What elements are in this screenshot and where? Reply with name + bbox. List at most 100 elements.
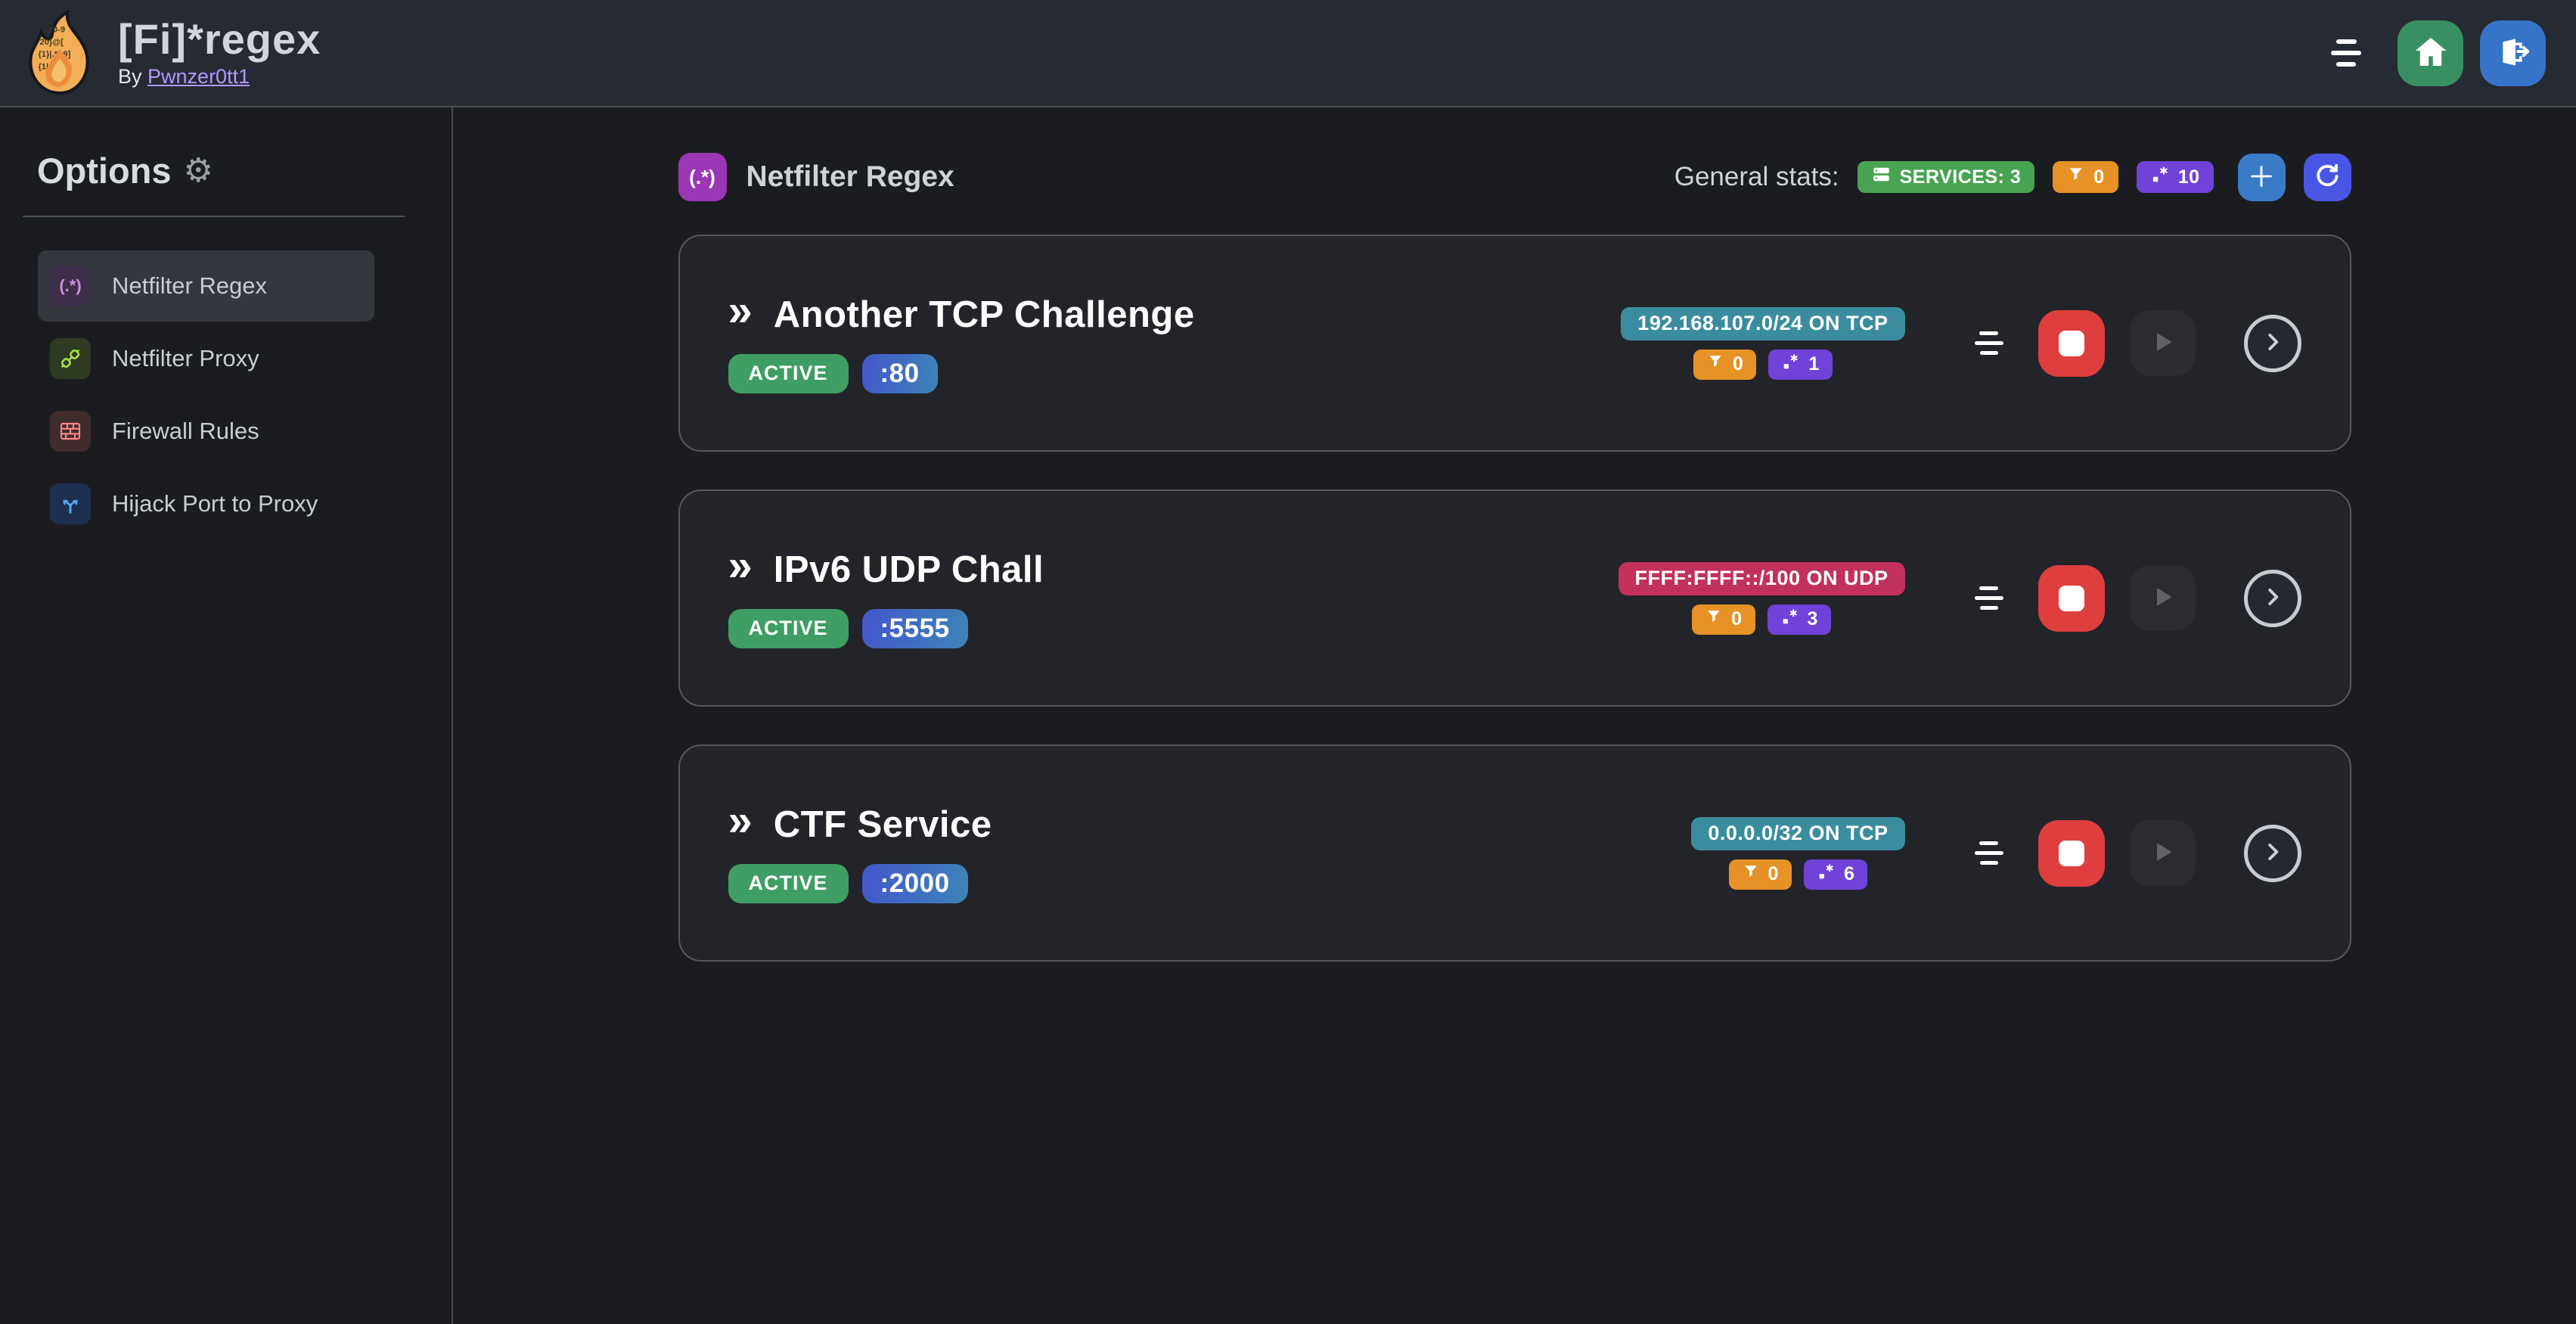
- home-icon: [2413, 34, 2449, 73]
- status-badge: ACTIVE: [728, 608, 849, 648]
- brand-text: [Fi]*regex By Pwnzer0tt1: [118, 17, 321, 89]
- sidebar: Options ⚙ (.*) Netfilter Regex: [0, 107, 453, 1324]
- service-menu-icon[interactable]: [1974, 331, 2003, 355]
- dot-star-regex-icon: [1817, 862, 1836, 887]
- cidr-badge: FFFF:FFFF::/100 ON UDP: [1618, 561, 1905, 595]
- start-button[interactable]: [2129, 310, 2196, 376]
- plug-icon: [50, 338, 91, 379]
- byline-prefix: By: [118, 65, 142, 89]
- refresh-icon: [2313, 162, 2342, 193]
- cidr-badge: 0.0.0.0/32 ON TCP: [1691, 816, 1905, 850]
- expand-button[interactable]: [2243, 824, 2301, 882]
- stop-button[interactable]: [2038, 564, 2105, 632]
- port-badge: :5555: [861, 608, 968, 648]
- main-area: (.*) Netfilter Regex General stats:: [453, 107, 2576, 1324]
- plus-icon: [2246, 161, 2277, 194]
- play-icon: [2146, 836, 2178, 870]
- regexes-count-badge: 1: [1768, 349, 1833, 380]
- funnel-icon: [1705, 608, 1723, 631]
- cidr-badge: 192.168.107.0/24 ON TCP: [1621, 306, 1905, 340]
- stop-button[interactable]: [2038, 819, 2105, 887]
- author-link[interactable]: Pwnzer0tt1: [147, 65, 250, 89]
- app-title: [Fi]*regex: [118, 14, 321, 63]
- status-badge: ACTIVE: [728, 863, 849, 903]
- regexes-count-badge: 6: [1803, 859, 1868, 890]
- port-badge: :80: [861, 353, 938, 393]
- sidebar-heading-label: Options: [37, 151, 172, 191]
- stop-button[interactable]: [2038, 309, 2105, 377]
- app-logo-flame-icon: -z0-9 20}@[ {1}|.*)-9] {1| ... z]: [21, 11, 101, 95]
- filters-count-badge: 0: [2053, 161, 2118, 193]
- netfilter-regex-icon: (.*): [678, 153, 727, 201]
- refresh-button[interactable]: [2303, 153, 2351, 201]
- sidebar-item-label: Netfilter Proxy: [112, 345, 259, 371]
- service-name: IPv6 UDP Chall: [773, 549, 1044, 590]
- navbar-menu-icon[interactable]: [2331, 39, 2361, 67]
- dot-star-regex-icon: [1781, 353, 1800, 377]
- service-card: » Another TCP Challenge ACTIVE :80 192.1…: [678, 235, 2351, 452]
- funnel-icon: [2066, 165, 2085, 189]
- chevrons-right-icon: »: [728, 286, 753, 336]
- byline: By Pwnzer0tt1: [118, 65, 321, 89]
- page-title: Netfilter Regex: [746, 160, 954, 193]
- regexes-count-badge: 3: [1767, 604, 1831, 635]
- services-count-badge: SERVICES: 3: [1857, 161, 2035, 193]
- sidebar-divider: [23, 216, 405, 217]
- navbar-actions: [2331, 20, 2546, 86]
- service-name: Another TCP Challenge: [773, 294, 1195, 335]
- filters-count-badge: 0: [1728, 859, 1792, 890]
- chevron-right-icon: [2259, 838, 2286, 868]
- navbar: -z0-9 20}@[ {1}|.*)-9] {1| ... z] [Fi]*r…: [0, 0, 2576, 107]
- sidebar-item-hijack-port[interactable]: Hijack Port to Proxy: [38, 468, 374, 539]
- play-icon: [2146, 581, 2178, 615]
- sidebar-item-firewall-rules[interactable]: Firewall Rules: [38, 396, 374, 467]
- split-arrows-icon: [50, 483, 91, 524]
- sidebar-item-label: Hijack Port to Proxy: [112, 490, 318, 517]
- gear-icon: ⚙: [183, 152, 213, 189]
- stop-icon: [2058, 840, 2084, 866]
- page-header: (.*) Netfilter Regex General stats:: [678, 153, 2351, 201]
- logout-icon: [2495, 34, 2531, 73]
- filters-count-badge: 0: [1693, 349, 1757, 380]
- general-stats-label: General stats:: [1674, 162, 1839, 191]
- status-badge: ACTIVE: [728, 353, 849, 393]
- start-button[interactable]: [2129, 565, 2196, 631]
- server-icon: [1871, 164, 1892, 190]
- sidebar-nav: (.*) Netfilter Regex Netfilter Proxy: [38, 250, 374, 539]
- service-menu-icon[interactable]: [1974, 841, 2003, 865]
- regex-icon: (.*): [50, 266, 91, 306]
- dot-star-regex-icon: [2150, 165, 2170, 190]
- brand: -z0-9 20}@[ {1}|.*)-9] {1| ... z] [Fi]*r…: [21, 11, 321, 95]
- brick-wall-icon: [50, 411, 91, 452]
- expand-button[interactable]: [2243, 569, 2301, 627]
- chevron-right-icon: [2259, 583, 2286, 613]
- home-button[interactable]: [2398, 20, 2463, 86]
- funnel-icon: [1742, 862, 1760, 886]
- stop-icon: [2058, 585, 2084, 611]
- chevrons-right-icon: »: [728, 796, 753, 846]
- sidebar-item-label: Netfilter Regex: [112, 272, 268, 299]
- service-name: CTF Service: [773, 803, 992, 845]
- svg-text:-z0-9: -z0-9: [46, 26, 66, 35]
- funnel-icon: [1706, 353, 1724, 376]
- service-menu-icon[interactable]: [1974, 586, 2003, 610]
- chevrons-right-icon: »: [728, 541, 753, 591]
- play-icon: [2146, 326, 2178, 360]
- chevron-right-icon: [2259, 328, 2286, 358]
- sidebar-heading: Options ⚙: [37, 150, 452, 191]
- sidebar-item-netfilter-proxy[interactable]: Netfilter Proxy: [38, 323, 374, 394]
- service-card: » CTF Service ACTIVE :2000 0.0.0.0/32 ON…: [678, 744, 2351, 962]
- stop-icon: [2058, 330, 2084, 356]
- regexes-count-badge: 10: [2136, 161, 2214, 193]
- start-button[interactable]: [2129, 820, 2196, 886]
- sidebar-item-netfilter-regex[interactable]: (.*) Netfilter Regex: [38, 250, 374, 322]
- dot-star-regex-icon: [1780, 608, 1799, 632]
- expand-button[interactable]: [2243, 314, 2301, 372]
- logout-button[interactable]: [2480, 20, 2546, 86]
- port-badge: :2000: [861, 863, 968, 903]
- filters-count-badge: 0: [1692, 604, 1755, 635]
- service-card: » IPv6 UDP Chall ACTIVE :5555 FFFF:FFFF:…: [678, 490, 2351, 707]
- svg-text:20}@[: 20}@[: [39, 38, 64, 47]
- sidebar-item-label: Firewall Rules: [112, 418, 259, 444]
- add-service-button[interactable]: [2237, 153, 2286, 201]
